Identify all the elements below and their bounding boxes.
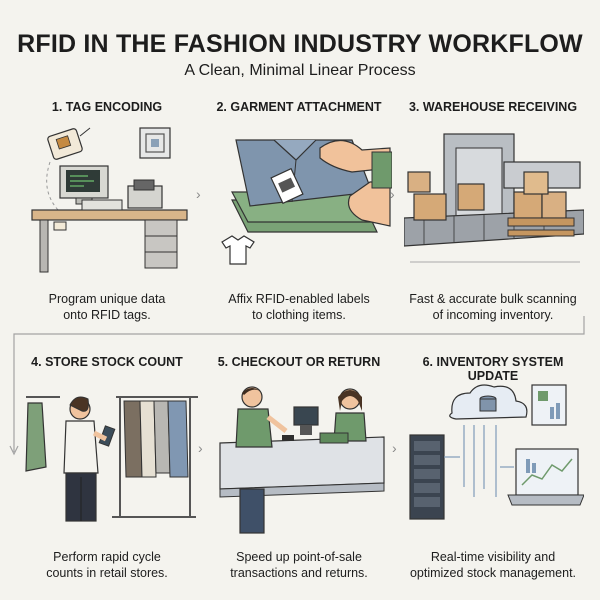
step-2-title: 2. GARMENT ATTACHMENT <box>216 100 382 114</box>
page-subtitle: A Clean, Minimal Linear Process <box>184 62 416 79</box>
step-4-description-line-1: Perform rapid cycle <box>53 550 161 564</box>
step-1-description-line-1: Program unique data <box>48 292 166 306</box>
step-5-title: 5. CHECKOUT OR RETURN <box>217 355 381 369</box>
step-4-description: Perform rapid cycle counts in retail sto… <box>12 549 202 581</box>
step-2-description-line-1: Affix RFID-enabled labels <box>228 292 370 306</box>
arrow-right-icon: › <box>390 186 395 202</box>
arrow-right-icon: › <box>198 440 203 456</box>
step-3-description-line-2: of incoming inventory. <box>432 308 554 322</box>
step-5-description: Speed up point-of-sale transactions and … <box>204 549 394 581</box>
step-1-description: Program unique data onto RFID tags. <box>12 291 202 323</box>
arrow-right-icon: › <box>196 186 201 202</box>
step-4-description-line-2: counts in retail stores. <box>46 566 168 580</box>
woman-scanning-clothing-rack-icon <box>20 377 200 547</box>
step-2-description: Affix RFID-enabled labels to clothing it… <box>204 291 394 323</box>
page-title: RFID IN THE FASHION INDUSTRY WORKFLOW <box>17 30 583 58</box>
arrow-right-icon: › <box>392 440 397 456</box>
step-6-description: Real-time visibility and optimized stock… <box>398 549 588 581</box>
step-1-description-line-2: onto RFID tags. <box>63 308 151 322</box>
step-5-description-line-1: Speed up point-of-sale <box>236 550 362 564</box>
step-6-title: 6. INVENTORY SYSTEM UPDATE <box>422 355 564 383</box>
checkout-counter-people-icon <box>212 377 392 547</box>
step-1-title: 1. TAG ENCODING <box>51 100 163 114</box>
server-cloud-dashboard-icon <box>404 377 584 547</box>
step-3-description: Fast & accurate bulk scanning of incomin… <box>398 291 588 323</box>
conveyor-scanner-boxes-icon <box>404 122 584 292</box>
step-3-title: 3. WAREHOUSE RECEIVING <box>408 100 578 114</box>
step-6-description-line-2: optimized stock management. <box>409 566 577 580</box>
computer-rfid-encoder-icon <box>20 122 200 292</box>
step-6-description-line-1: Real-time visibility and <box>430 550 556 564</box>
step-4-title: 4. STORE STOCK COUNT <box>31 355 183 369</box>
step-2-description-line-2: to clothing items. <box>252 308 346 322</box>
step-3-description-line-1: Fast & accurate bulk scanning <box>409 292 577 306</box>
step-5-description-line-2: transactions and returns. <box>230 566 368 580</box>
folded-shirts-tag-icon <box>212 122 392 292</box>
